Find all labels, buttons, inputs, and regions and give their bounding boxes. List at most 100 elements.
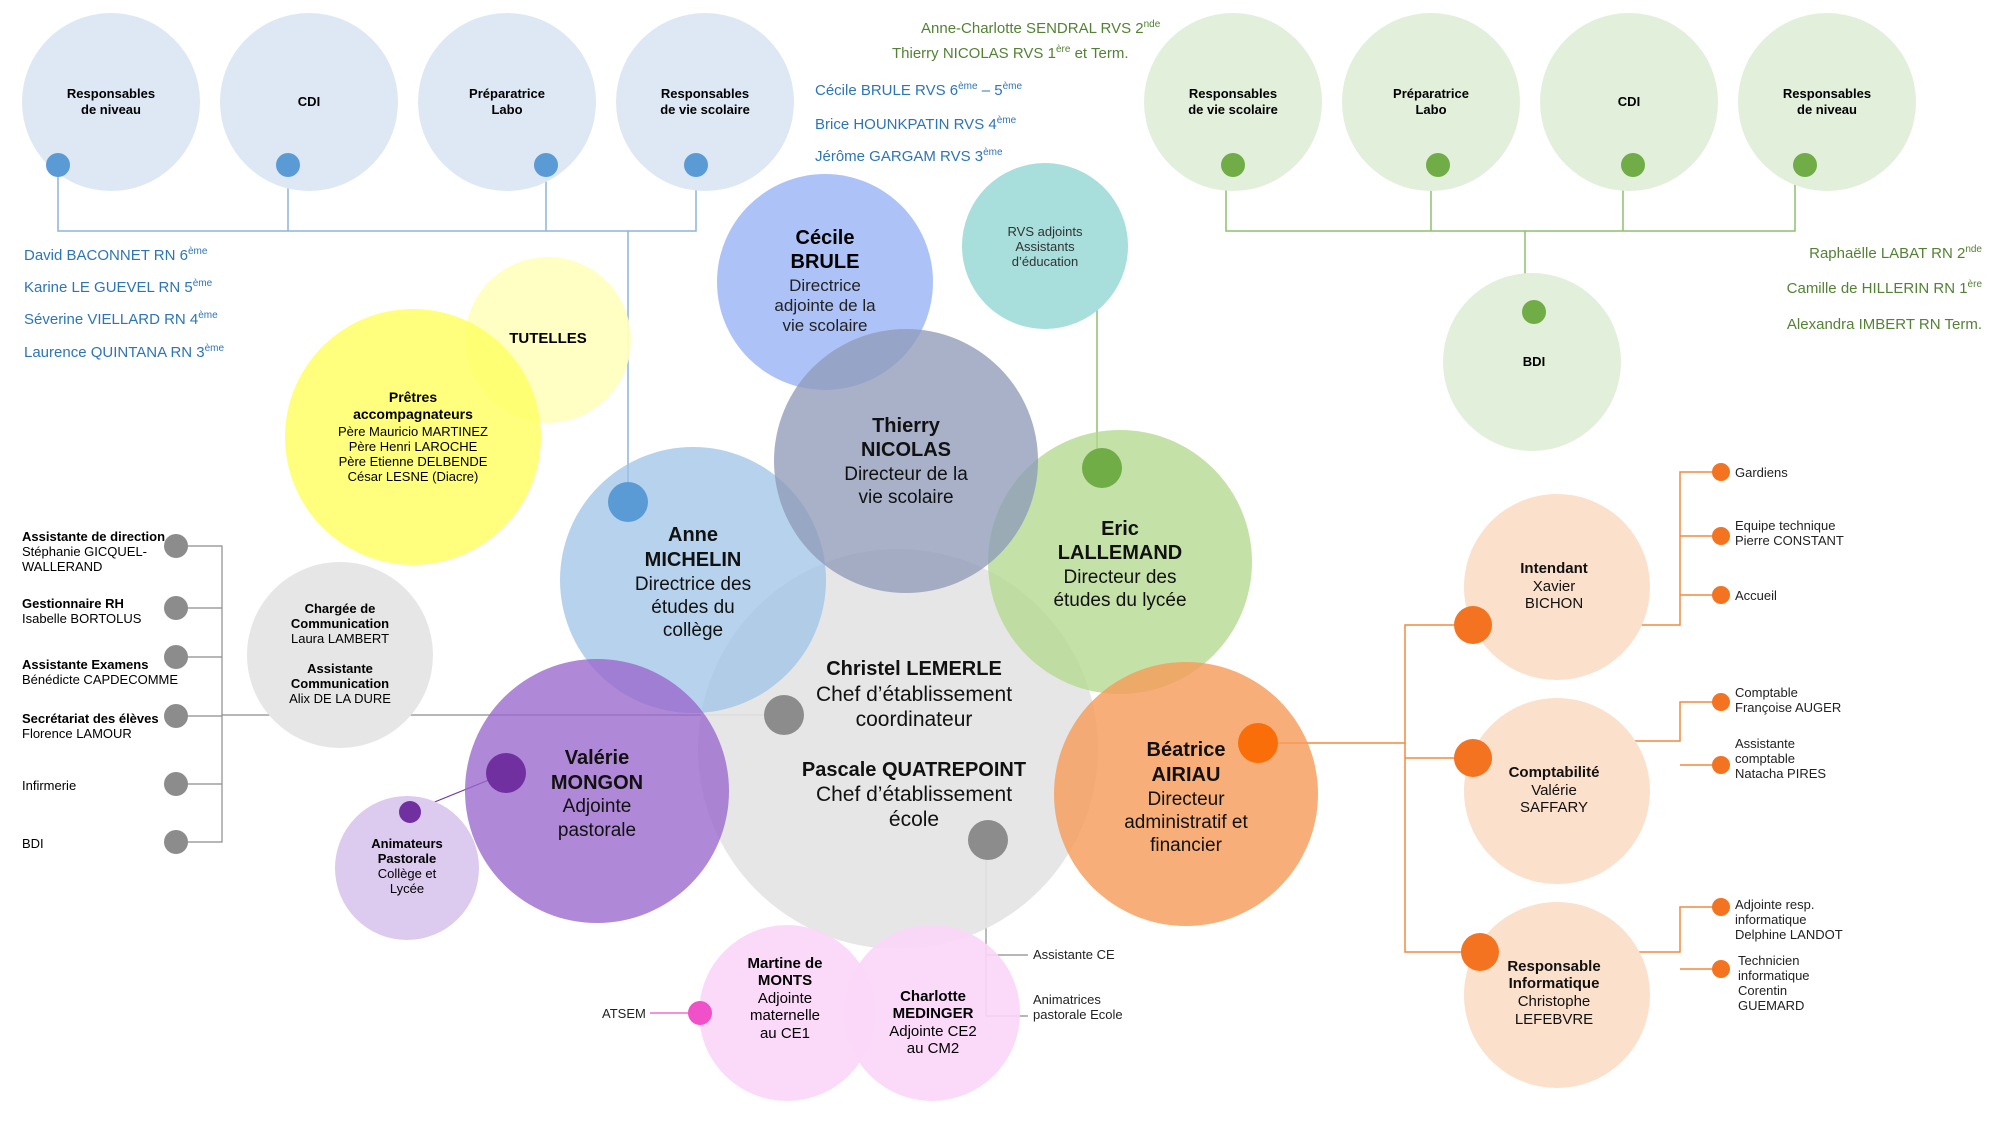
svg-text:collège: collège <box>663 620 723 641</box>
valerie-dot <box>486 753 526 793</box>
svg-text:Delphine LANDOT: Delphine LANDOT <box>1735 927 1843 942</box>
staff-dot <box>164 645 188 669</box>
svg-text:Adjointe CE2: Adjointe CE2 <box>889 1023 977 1040</box>
rvs-item: Jérôme GARGAM RVS 3ème <box>815 147 1003 165</box>
staff-dot <box>164 772 188 796</box>
pretres-text: Prêtres accompagnateurs Père Mauricio MA… <box>338 389 488 484</box>
svg-text:Chef d’établissement: Chef d’établissement <box>816 683 1012 706</box>
svg-text:pastorale Ecole: pastorale Ecole <box>1033 1007 1123 1022</box>
blue-node-dot <box>46 153 70 177</box>
svg-text:BDI: BDI <box>22 836 44 851</box>
svg-text:LALLEMAND: LALLEMAND <box>1058 542 1182 564</box>
staff-dot <box>1712 463 1730 481</box>
comptabilite-circle <box>1464 698 1650 884</box>
animateurs-circle <box>335 796 479 940</box>
svg-text:Directrice des: Directrice des <box>635 574 751 595</box>
rvs-adjoints-label: RVS adjoints <box>1008 224 1083 239</box>
rvs-item: Anne-Charlotte SENDRAL RVS 2nde <box>921 19 1161 37</box>
svg-text:Communication: Communication <box>291 676 389 691</box>
green-node-dot <box>1793 153 1817 177</box>
svg-text:Informatique: Informatique <box>1509 975 1600 992</box>
green-circle-label: BDI <box>1523 354 1545 369</box>
svg-text:Stéphanie GICQUEL-: Stéphanie GICQUEL- <box>22 544 147 559</box>
tutelles-label: TUTELLES <box>509 330 587 347</box>
staff-dot <box>164 596 188 620</box>
valerie-text: Valérie MONGON Adjointe pastorale <box>551 747 643 841</box>
green-top-circles: Responsables de vie scolaire Préparatric… <box>1144 13 1916 451</box>
blue-circle-label: de niveau <box>81 102 141 117</box>
animateurs-dot <box>399 801 421 823</box>
svg-text:Corentin: Corentin <box>1738 983 1787 998</box>
rn-item: Alexandra IMBERT RN Term. <box>1787 316 1982 333</box>
orange-main-dots <box>1454 606 1499 971</box>
svg-text:SAFFARY: SAFFARY <box>1520 799 1588 816</box>
svg-text:Assistante de direction: Assistante de direction <box>22 529 165 544</box>
rn-item: David BACONNET RN 6ème <box>24 246 208 264</box>
pascale-dot <box>968 820 1008 860</box>
svg-text:Martine de: Martine de <box>747 955 822 972</box>
svg-text:Technicien: Technicien <box>1738 953 1799 968</box>
blue-rn-list: David BACONNET RN 6ème Karine LE GUEVEL … <box>24 246 225 361</box>
svg-text:Assistante CE: Assistante CE <box>1033 947 1115 962</box>
svg-text:MEDINGER: MEDINGER <box>893 1005 974 1022</box>
chargee-circle <box>247 562 433 748</box>
rn-item: Karine LE GUEVEL RN 5ème <box>24 278 213 296</box>
rvs-item: Brice HOUNKPATIN RVS 4ème <box>815 115 1017 133</box>
staff-dot <box>1712 693 1730 711</box>
svg-text:Adjointe: Adjointe <box>758 990 812 1007</box>
thierry-text: Thierry NICOLAS Directeur de la vie scol… <box>844 415 968 508</box>
animateurs-text: Animateurs Pastorale Collège et Lycée <box>371 836 443 896</box>
staff-dot <box>164 830 188 854</box>
rn-item: Raphaëlle LABAT RN 2nde <box>1809 244 1982 262</box>
blue-node-dot <box>534 153 558 177</box>
green-node-dot <box>1426 153 1450 177</box>
rvs-adjoints-label: d’éducation <box>1012 254 1079 269</box>
svg-text:Bénédicte CAPDECOMME: Bénédicte CAPDECOMME <box>22 672 178 687</box>
informatique-dot <box>1461 933 1499 971</box>
blue-top-dots <box>46 153 708 177</box>
svg-text:MONGON: MONGON <box>551 772 643 794</box>
svg-text:maternelle: maternelle <box>750 1007 820 1024</box>
valerie-circle <box>465 659 729 923</box>
intendant-dot <box>1454 606 1492 644</box>
green-circle-label: de vie scolaire <box>1188 102 1278 117</box>
svg-text:Assistante Examens: Assistante Examens <box>22 657 148 672</box>
svg-text:vie scolaire: vie scolaire <box>782 316 867 335</box>
svg-text:informatique: informatique <box>1735 912 1807 927</box>
svg-text:Comptabilité: Comptabilité <box>1509 764 1600 781</box>
svg-text:Collège et: Collège et <box>378 866 437 881</box>
svg-text:Valérie: Valérie <box>565 747 630 769</box>
green-rvs-list: Anne-Charlotte SENDRAL RVS 2nde Thierry … <box>892 19 1161 62</box>
svg-text:Communication: Communication <box>291 616 389 631</box>
svg-text:Eric: Eric <box>1101 518 1139 540</box>
staff-dot <box>1712 586 1730 604</box>
rvs-item: Cécile BRULE RVS 6ème – 5ème <box>815 81 1023 99</box>
svg-text:WALLERAND: WALLERAND <box>22 559 102 574</box>
svg-text:études du lycée: études du lycée <box>1053 590 1186 611</box>
svg-text:Valérie: Valérie <box>1531 782 1577 799</box>
svg-text:MONTS: MONTS <box>758 972 812 989</box>
orange-circle-text: Intendant Xavier BICHON Comptabilité Val… <box>1507 560 1600 1028</box>
anne-text: Anne MICHELIN Directrice des études du c… <box>635 524 751 641</box>
svg-text:Charlotte: Charlotte <box>900 988 966 1005</box>
svg-text:Pierre CONSTANT: Pierre CONSTANT <box>1735 533 1844 548</box>
blue-circle-cdi <box>220 13 398 191</box>
staff-dot <box>1712 527 1730 545</box>
thierry-circle <box>774 329 1038 593</box>
green-circle-label: Responsables <box>1783 86 1871 101</box>
left-staff-dots <box>164 534 188 854</box>
svg-text:LEFEBVRE: LEFEBVRE <box>1515 1011 1593 1028</box>
svg-text:adjointe de la: adjointe de la <box>774 296 876 315</box>
staff-dot <box>164 704 188 728</box>
charlotte-circle <box>844 925 1020 1101</box>
svg-text:Gestionnaire RH: Gestionnaire RH <box>22 596 124 611</box>
pascale-text: Pascale QUATREPOINT Chef d’établissement… <box>802 759 1026 831</box>
eric-circle <box>988 430 1252 694</box>
svg-text:études du: études du <box>651 597 734 618</box>
svg-text:Christel LEMERLE: Christel LEMERLE <box>826 658 1002 680</box>
green-circle-label: Labo <box>1415 102 1446 117</box>
svg-text:Secrétariat des élèves: Secrétariat des élèves <box>22 711 159 726</box>
svg-text:Florence LAMOUR: Florence LAMOUR <box>22 726 132 741</box>
svg-text:Laura LAMBERT: Laura LAMBERT <box>291 631 389 646</box>
rvs-adjoints-label: Assistants <box>1015 239 1075 254</box>
